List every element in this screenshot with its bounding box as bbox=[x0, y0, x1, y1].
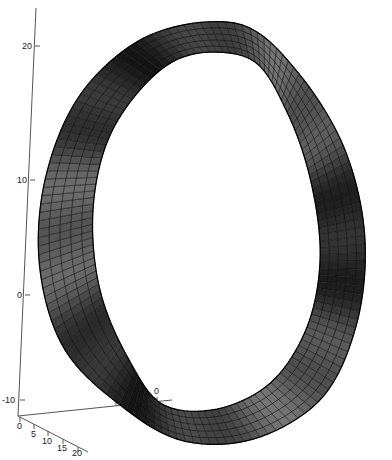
axis-tick-label: 0 bbox=[17, 290, 22, 300]
axis-tick-label: 20 bbox=[22, 41, 32, 51]
surface-patch bbox=[320, 261, 366, 269]
axis-tick-label: 5 bbox=[31, 429, 36, 439]
tick-mark bbox=[25, 295, 30, 296]
axis-tick-label: 15 bbox=[57, 443, 67, 453]
band-surface bbox=[38, 22, 365, 445]
axis-tick-label: 10 bbox=[17, 175, 27, 185]
tick-mark bbox=[30, 180, 35, 181]
axis-tick-label: 20 bbox=[72, 448, 82, 458]
surface-patch bbox=[45, 171, 98, 179]
tick-mark bbox=[34, 424, 35, 429]
depth-axis bbox=[18, 416, 88, 452]
band-edge bbox=[93, 52, 321, 411]
tick-mark bbox=[20, 400, 25, 401]
axes bbox=[18, 8, 172, 452]
axis-tick-label: 10 bbox=[42, 436, 52, 446]
mesh-line bbox=[82, 46, 330, 418]
tick-mark bbox=[35, 46, 40, 47]
axis-tick-label: -10 bbox=[2, 395, 15, 405]
axis-tick-label: -10 bbox=[107, 388, 120, 398]
axis-tick-label: 0 bbox=[17, 421, 22, 431]
tick-mark bbox=[48, 431, 49, 436]
mesh-line bbox=[60, 34, 347, 431]
axis-tick-label: 0 bbox=[154, 386, 159, 396]
band-edge bbox=[38, 22, 365, 445]
vertical-axis bbox=[18, 8, 36, 416]
surface-patch bbox=[320, 253, 365, 262]
mesh-line bbox=[71, 40, 338, 424]
